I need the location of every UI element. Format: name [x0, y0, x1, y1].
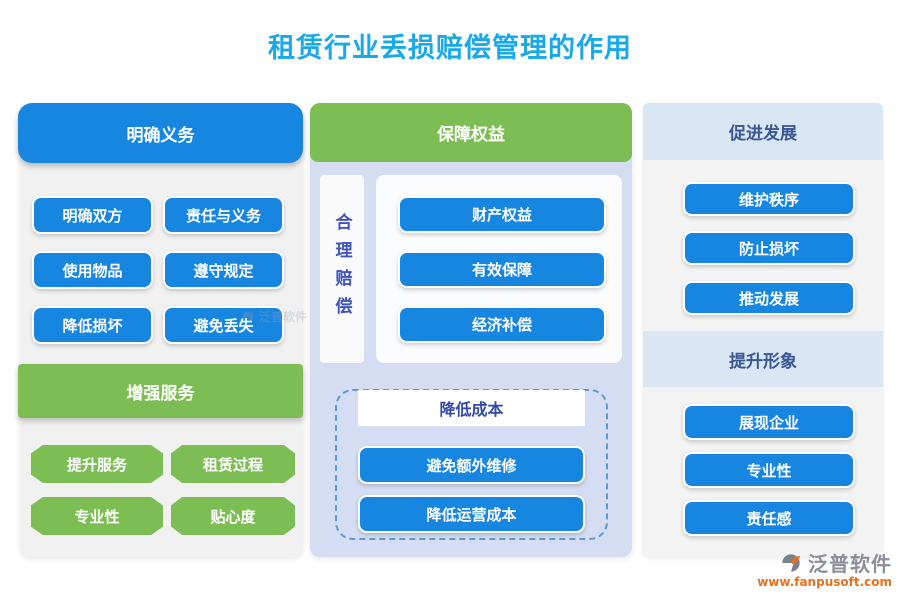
node-economic-compensation: 经济补偿: [398, 306, 606, 343]
node-use-items: 使用物品: [32, 251, 153, 289]
node-improve-service: 提升服务: [31, 445, 163, 483]
node-promote-development: 推动发展: [683, 281, 855, 315]
right-header-development: 促进发展: [643, 103, 883, 160]
node-reduce-damage: 降低损坏: [32, 306, 153, 344]
node-prevent-damage: 防止损坏: [683, 231, 855, 265]
right-header-image: 提升形象: [643, 331, 883, 387]
node-clarify-parties: 明确双方: [32, 196, 153, 234]
page-title: 租赁行业丢损赔偿管理的作用: [268, 33, 632, 64]
watermark-left: 泛普软件: [240, 308, 310, 325]
node-thoughtfulness: 贴心度: [171, 497, 295, 535]
left-header-obligation: 明确义务: [18, 103, 303, 163]
node-avoid-extra-repair: 避免额外维修: [358, 446, 585, 484]
node-professionalism-right: 专业性: [683, 452, 855, 488]
node-reduce-operating-cost: 降低运营成本: [358, 495, 585, 533]
watermark-text: 泛普软件: [259, 310, 308, 324]
fanpu-logo-icon: [242, 311, 254, 322]
node-maintain-order: 维护秩序: [683, 182, 855, 216]
node-effective-guarantee: 有效保障: [398, 251, 606, 288]
node-professionalism-left: 专业性: [31, 497, 163, 535]
development-panel: [643, 103, 883, 557]
node-show-enterprise: 展现企业: [683, 404, 855, 440]
vertical-label-box: 合理赔偿: [320, 175, 364, 363]
cost-header: 降低成本: [358, 390, 585, 426]
fanpu-logo-icon: [782, 553, 801, 572]
brand-url: www.fanpusoft.com: [757, 575, 892, 589]
node-follow-rules: 遵守规定: [163, 251, 284, 289]
node-rental-process: 租赁过程: [171, 445, 295, 483]
brand-name: 泛普软件: [808, 552, 892, 576]
middle-header-rights: 保障权益: [310, 103, 632, 162]
node-avoid-loss: 避免丢失: [163, 306, 284, 344]
node-duty-obligation: 责任与义务: [163, 196, 284, 234]
node-responsibility: 责任感: [683, 500, 855, 536]
brand-logo: 泛普软件 www.fanpusoft.com: [732, 548, 892, 589]
vertical-label: 合理赔偿: [331, 213, 352, 325]
node-property-rights: 财产权益: [398, 196, 606, 233]
left-header-service: 增强服务: [18, 364, 303, 418]
